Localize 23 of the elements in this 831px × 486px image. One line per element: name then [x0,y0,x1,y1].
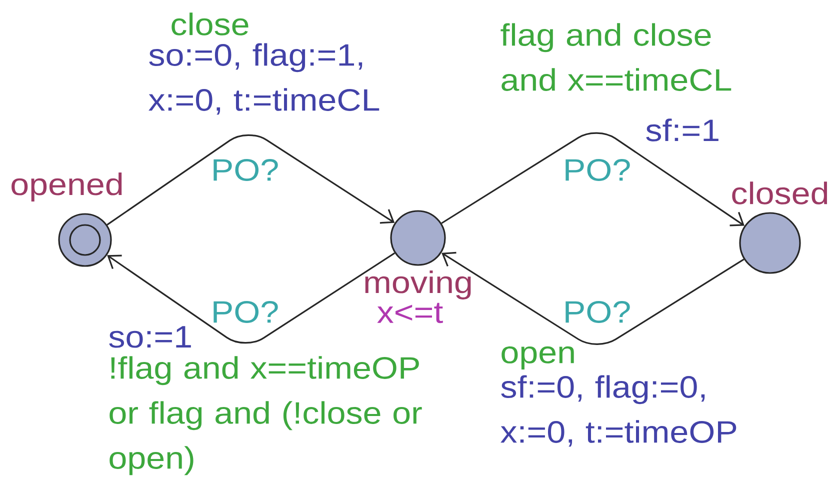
update-label: sf:=0, flag:=0, x:=0, t:=timeOP [500,375,736,447]
node-label: moving [365,270,471,300]
arrow [107,252,396,344]
update-label: so:=0, flag:=1, x:=0, t:=timeCL [148,43,380,115]
guard-label: open [502,346,574,370]
guard-label: close [172,12,248,36]
invariant-label: x<=t [377,302,443,324]
location: moving [365,210,471,300]
node-label: closed [732,182,828,204]
guard-label: flag and close and x==timeCL [500,23,732,91]
update-label: sf:=1 [646,118,718,142]
arrow [106,134,395,226]
edge-label: PO? [214,301,278,323]
location: closed [732,182,828,274]
edge-label: PO? [566,159,630,181]
edge-label: PO? [566,301,630,323]
edge-label: PO? [214,159,278,181]
location: opened [12,172,122,267]
guard-label: !flag and x==timeOP or flag and (!close or open) [110,356,422,476]
arrow [442,252,744,345]
update-label: so:=1 [109,326,191,348]
arrow [441,132,744,226]
node-label: opened [12,172,122,202]
